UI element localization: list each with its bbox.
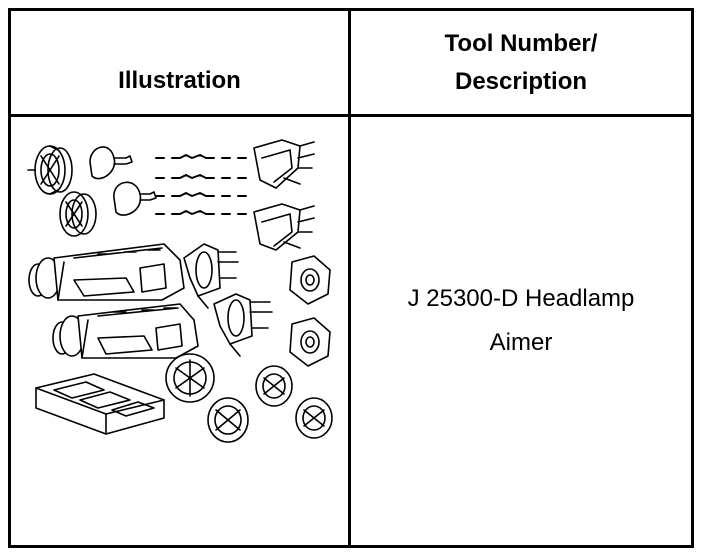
row-tool-description: J 25300-D Headlamp Aimer: [351, 117, 691, 545]
header-divider: [8, 114, 694, 117]
wheel-ring-3-icon: [255, 365, 293, 407]
header-tool-number: Tool Number/ Description: [351, 11, 691, 114]
mounting-bracket-1-icon: [253, 139, 315, 189]
mounting-bracket-2-icon: [253, 203, 315, 251]
wheel-ring-2-icon: [207, 397, 249, 443]
header-tool-line1: Tool Number/: [444, 29, 598, 57]
carrying-case-icon: [35, 373, 165, 435]
swivel-adapter-1-icon: [183, 243, 239, 309]
wheel-adapter-middle-icon: [59, 191, 97, 237]
header-illustration-label: Illustration: [118, 66, 241, 94]
suction-cup-2-icon: [113, 181, 157, 216]
wheel-adapter-top-icon: [27, 145, 73, 195]
calibration-pins-icon: [155, 154, 247, 215]
suction-cup-1-icon: [89, 146, 133, 180]
hex-adapter-1-icon: [289, 255, 331, 305]
tool-description-line1: J 25300-D Headlamp: [407, 285, 635, 312]
tool-description-line2: Aimer: [489, 329, 553, 356]
headlamp-aimer-kit-illustration: [27, 139, 333, 443]
wheel-ring-4-icon: [295, 397, 333, 439]
header-tool-line2: Description: [454, 67, 588, 95]
header-illustration: Illustration: [11, 11, 348, 114]
aimer-unit-2-icon: [52, 303, 199, 359]
table-border-left: [8, 8, 11, 548]
table-border-bottom: [8, 545, 694, 548]
table-border-top: [8, 8, 694, 11]
aimer-unit-1-icon: [28, 243, 185, 301]
wheel-ring-1-icon: [165, 353, 215, 403]
hex-adapter-2-icon: [289, 317, 331, 367]
swivel-adapter-2-icon: [213, 293, 273, 357]
table-border-right: [691, 8, 694, 548]
column-divider: [348, 8, 351, 548]
